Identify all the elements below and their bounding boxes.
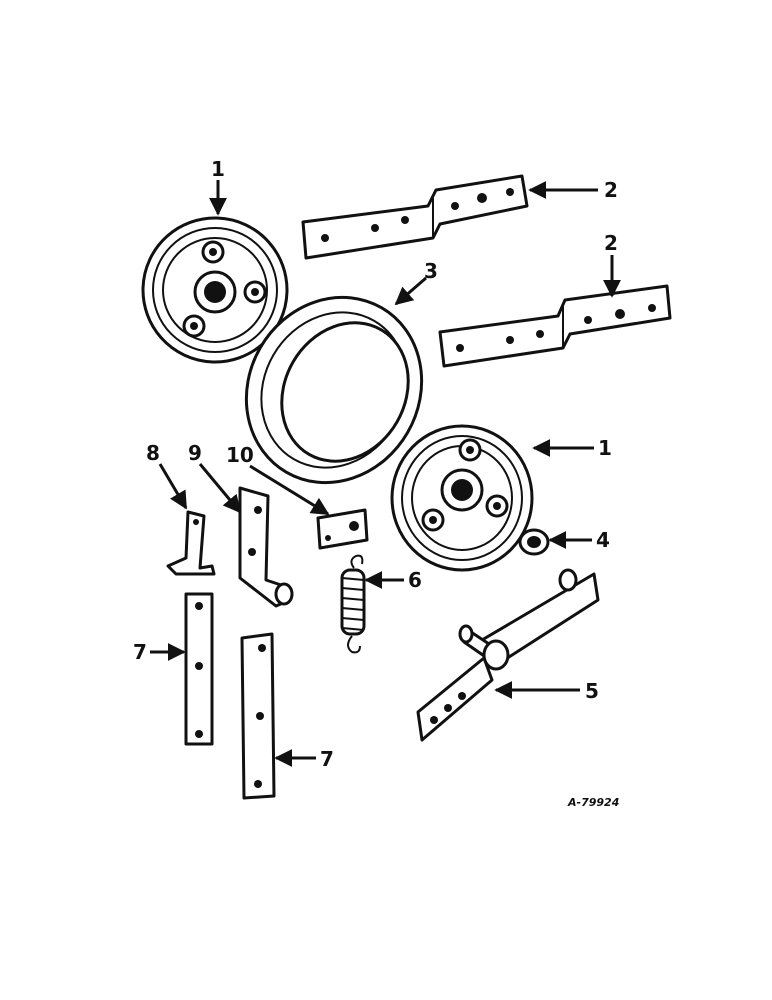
callout-7-left: 7	[133, 640, 147, 664]
callout-1-lower: 1	[598, 436, 612, 460]
callout-2-lower: 2	[604, 231, 618, 255]
leader-9	[198, 463, 242, 514]
bar-lower	[438, 284, 672, 368]
reference-code: A-79924	[567, 796, 619, 809]
callout-5: 5	[585, 679, 599, 703]
callout-8: 8	[146, 441, 160, 465]
leader-8	[158, 463, 188, 510]
callout-2-upper: 2	[604, 178, 618, 202]
callout-1-upper: 1	[211, 157, 225, 181]
strap-right	[240, 632, 276, 800]
tire	[244, 295, 424, 485]
bearing	[518, 528, 550, 556]
wheel-upper	[141, 216, 289, 364]
strap-left	[184, 592, 214, 746]
spring	[340, 554, 366, 654]
wheel-lower	[390, 424, 534, 572]
axle-arm	[416, 568, 600, 742]
plate-10	[316, 508, 369, 550]
callout-10: 10	[226, 443, 254, 467]
bracket-9	[238, 486, 294, 608]
callout-6: 6	[408, 568, 422, 592]
callout-7-right: 7	[320, 747, 334, 771]
callout-4: 4	[596, 528, 610, 552]
leader-3	[394, 276, 427, 306]
leader-10	[249, 464, 330, 516]
callout-3: 3	[424, 259, 438, 283]
callout-9: 9	[188, 441, 202, 465]
bracket-8	[166, 510, 216, 576]
bar-upper	[301, 174, 529, 260]
